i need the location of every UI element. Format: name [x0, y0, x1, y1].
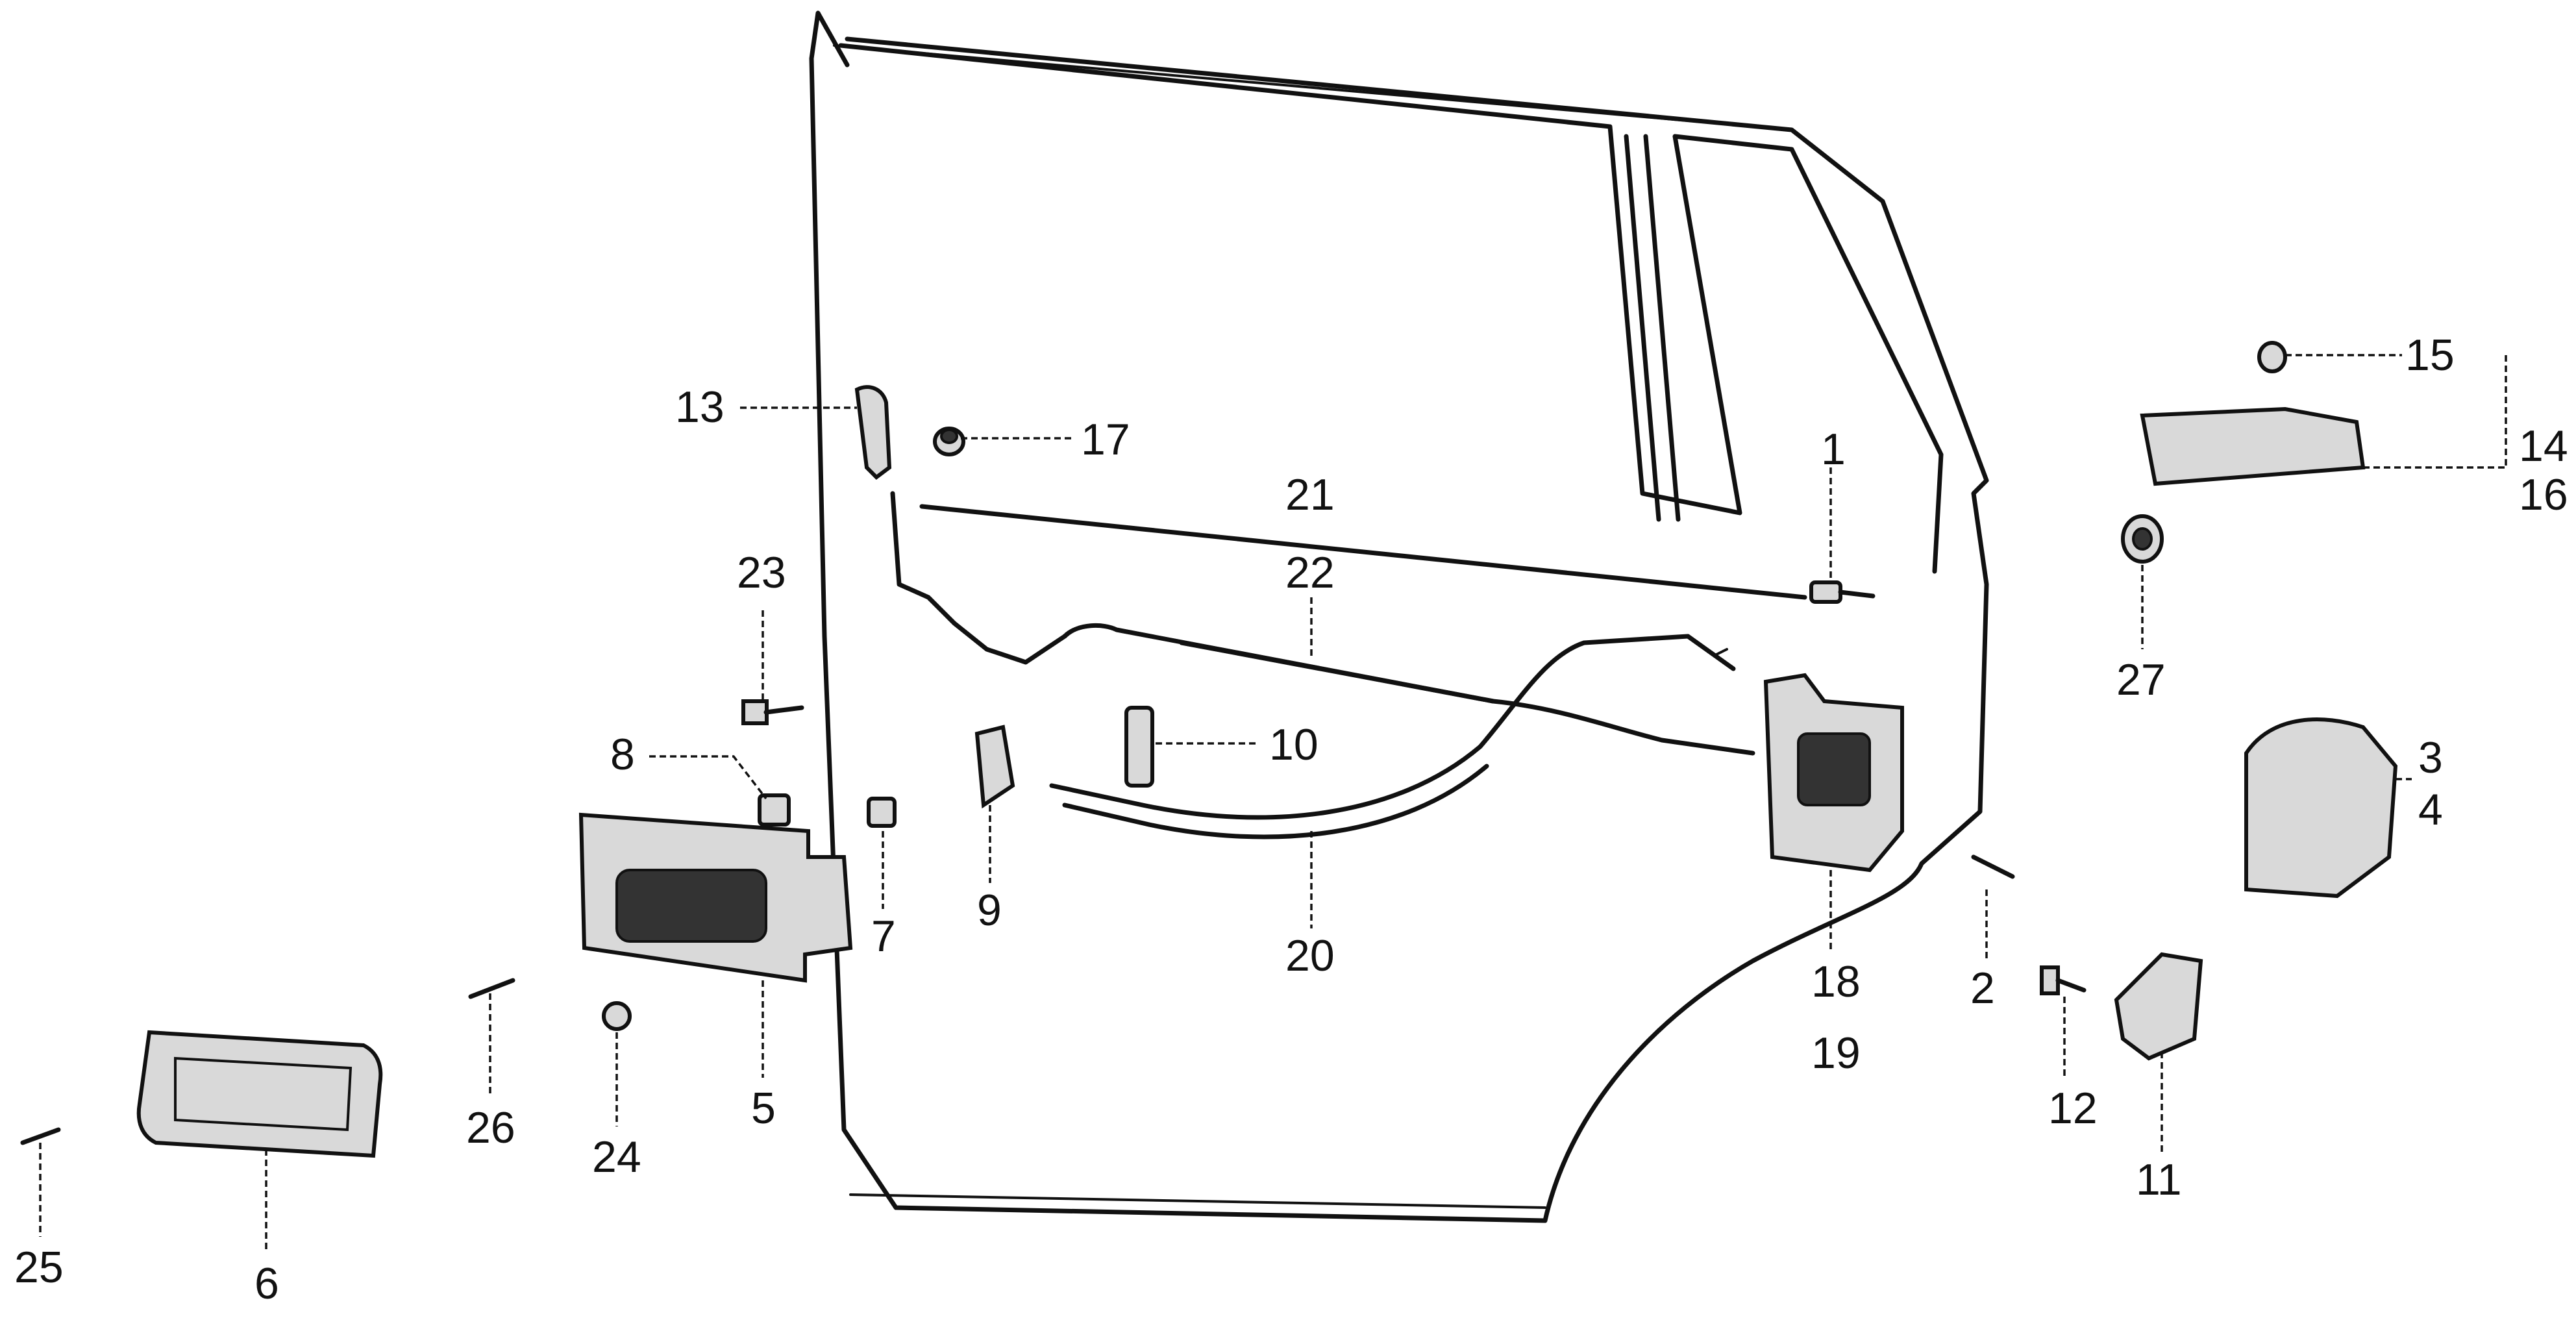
label-20: 20: [1285, 931, 1335, 980]
label-14: 14: [2519, 421, 2568, 471]
door-latch-18: [1763, 673, 1904, 873]
striker-11: [2114, 952, 2203, 1061]
label-9: 9: [977, 886, 1002, 935]
screw-2: [1971, 854, 2015, 879]
label-13: 13: [675, 382, 724, 432]
leader-lines: [39, 354, 2507, 1253]
label-26: 26: [466, 1103, 515, 1152]
label-3: 3: [2418, 733, 2443, 782]
outside-handle-14: [2140, 341, 2366, 486]
label-6: 6: [254, 1259, 279, 1308]
label-25: 25: [14, 1243, 64, 1292]
remote-cable: [1049, 634, 1736, 839]
window-frame: [838, 43, 1944, 600]
clip-8: [758, 793, 791, 827]
label-24: 24: [592, 1132, 641, 1182]
label-18: 18: [1811, 957, 1861, 1006]
label-1: 1: [1821, 425, 1846, 474]
label-7: 7: [871, 912, 896, 961]
inside-handle-5: [578, 812, 853, 983]
bracket-9: [974, 725, 1015, 809]
label-10: 10: [1269, 720, 1319, 769]
label-17: 17: [1081, 415, 1130, 464]
bolt-12: [2040, 965, 2087, 995]
escutcheon-6: [136, 1030, 383, 1158]
label-5: 5: [751, 1084, 776, 1133]
label-4: 4: [2418, 785, 2443, 834]
clip-10: [1124, 706, 1154, 788]
lock-rods: [890, 491, 1755, 756]
label-21: 21: [1285, 470, 1335, 519]
bolt-24: [602, 1001, 632, 1031]
cover-3: [2244, 717, 2398, 899]
label-2: 2: [1970, 964, 1995, 1013]
screw-23: [741, 699, 804, 725]
grommet-17: [933, 427, 965, 456]
rod-clip-13: [854, 385, 892, 480]
label-16: 16: [2519, 470, 2568, 519]
label-27: 27: [2116, 655, 2166, 704]
lock-knob-1: [1809, 580, 1876, 604]
label-22: 22: [1285, 548, 1335, 597]
label-19: 19: [1811, 1028, 1861, 1078]
label-8: 8: [610, 730, 635, 779]
label-12: 12: [2048, 1084, 2098, 1133]
nut-7: [867, 797, 897, 828]
screw-25: [20, 1127, 61, 1145]
label-23: 23: [737, 548, 786, 597]
screw-26: [468, 978, 515, 999]
door-panel: [809, 10, 1989, 1223]
label-11: 11: [2136, 1155, 2182, 1204]
grommet-27: [2121, 514, 2164, 564]
callout-labels: 1 2 3 4 5 6 7 8 9 10 11 12 13 14 15 16 1…: [14, 330, 2568, 1308]
label-15: 15: [2405, 330, 2455, 380]
